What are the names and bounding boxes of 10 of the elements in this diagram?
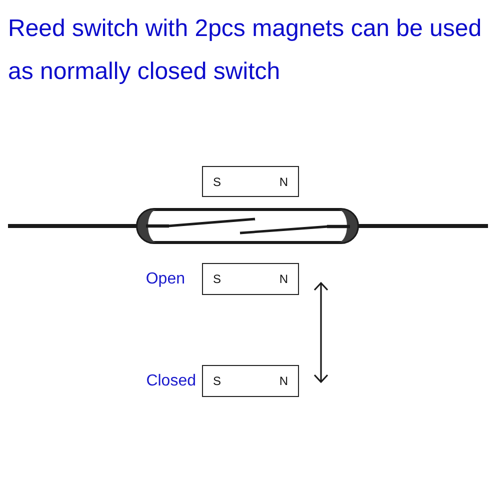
bar-magnet bbox=[202, 166, 299, 197]
title: Reed switch with 2pcs magnets can be used as normally closed switch bbox=[8, 14, 483, 87]
pole-label: N bbox=[279, 174, 288, 188]
pole-label: N bbox=[279, 374, 288, 388]
pole-label: S bbox=[213, 272, 222, 286]
state-label: Open bbox=[146, 270, 185, 288]
pole-label: S bbox=[213, 374, 222, 388]
pole-label: S bbox=[213, 174, 222, 188]
state-label: Closed bbox=[146, 372, 196, 390]
pole-label: N bbox=[279, 272, 288, 286]
